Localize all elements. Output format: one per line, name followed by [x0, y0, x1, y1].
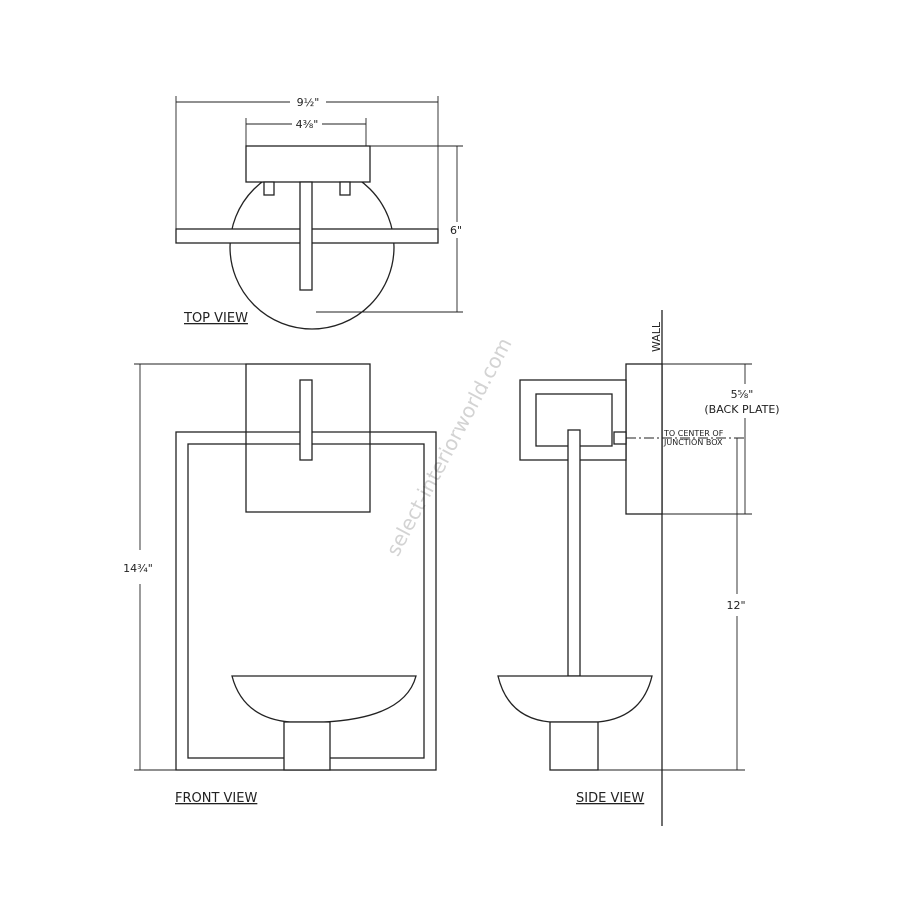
junction-note-2: JUNCTION BOX — [663, 438, 723, 447]
overall-height-dim: 14¾" — [123, 562, 153, 575]
junction-box — [613, 431, 627, 445]
top-view-label: TOP VIEW — [183, 311, 248, 326]
base-side — [549, 721, 599, 771]
back-plate-top — [245, 145, 371, 183]
stem-front — [299, 379, 313, 461]
back-plate-side — [625, 363, 663, 515]
wall-label: WALL — [650, 321, 663, 352]
front-view: 14¾" FRONT VIEW — [123, 363, 437, 806]
bowl-side — [497, 675, 653, 723]
bowl-front — [231, 675, 417, 723]
back-plate-height-dim: 5⅝" — [731, 388, 754, 401]
side-view: WALL TO CENTER OF JUNCTION BOX 5⅝" (BACK… — [497, 310, 780, 826]
junction-height-dim: 12" — [726, 599, 745, 612]
side-view-label: SIDE VIEW — [576, 791, 644, 806]
back-plate-label: (BACK PLATE) — [704, 403, 779, 416]
watermark: select-interiorworld.com — [381, 334, 516, 560]
junction-note-1: TO CENTER OF — [663, 429, 724, 438]
overall-width-dim: 9½" — [297, 96, 320, 109]
depth-dim: 6" — [450, 224, 462, 237]
stem-top — [299, 181, 313, 291]
top-view: 9½" 4⅜" 6" TOP VIEW — [175, 96, 463, 330]
front-view-label: FRONT VIEW — [175, 791, 257, 806]
base-front — [283, 721, 331, 771]
back-plate-width-dim: 4⅜" — [296, 118, 319, 131]
stem-side — [567, 429, 581, 677]
